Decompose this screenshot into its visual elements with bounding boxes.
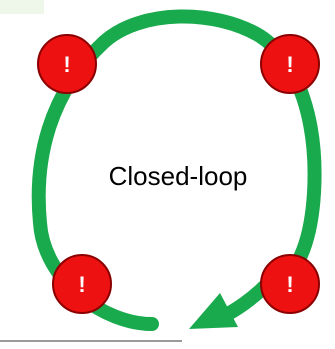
warning-badge-top-right: ! [260,34,320,94]
bottom-divider [0,340,182,342]
warning-badge-top-left: ! [37,34,97,94]
center-label: Closed-loop [109,161,248,191]
loop-arrow-icon [189,293,238,329]
loop-arc [31,9,322,331]
warning-badge-icon: ! [78,272,85,297]
warning-badge-icon: ! [63,52,70,77]
warning-badge-icon: ! [286,52,293,77]
loop-arrow-shaft [217,280,271,323]
warning-badge-bottom-left: ! [52,254,112,314]
warning-badge-icon: ! [286,272,293,297]
corner-tint [0,0,44,14]
warning-badge-bottom-right: ! [260,254,320,314]
